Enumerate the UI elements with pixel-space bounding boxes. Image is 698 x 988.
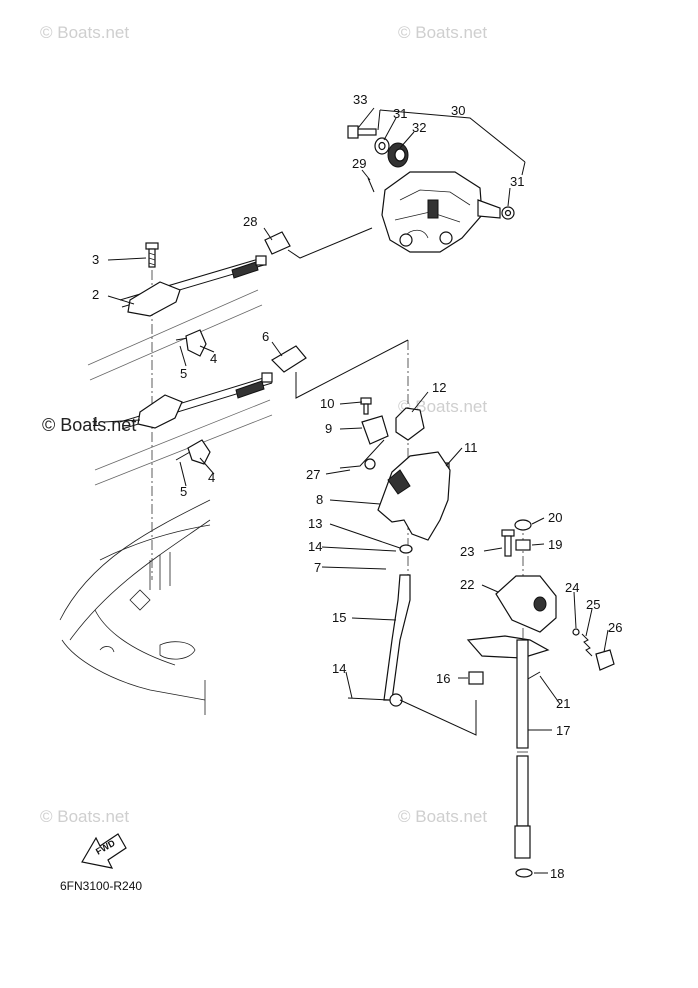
part-13-washer [399, 544, 413, 554]
part-6-cable-joint [271, 345, 307, 373]
callout-10: 10 [320, 396, 334, 411]
leader-28-to-assembly [287, 227, 373, 259]
callout-31-right: 31 [510, 174, 524, 189]
part-4-clip-upper [185, 329, 207, 357]
part-33-bolt [347, 125, 377, 139]
callout-20: 20 [548, 510, 562, 525]
part-1-cable-clamp [137, 394, 183, 429]
callout-5-lower: 5 [180, 484, 187, 499]
watermark-mid-left: © Boats.net [42, 415, 136, 435]
callout-11: 11 [464, 440, 478, 455]
callout-15: 15 [332, 610, 346, 625]
leader-lines [103, 107, 609, 874]
callout-21: 21 [556, 696, 570, 711]
callout-9: 9 [325, 421, 332, 436]
part-5-pin-lower [175, 451, 191, 461]
callout-14-lower: 14 [332, 661, 346, 676]
callout-26: 26 [608, 620, 622, 635]
engine-cowling-outline [59, 289, 273, 715]
part-31-collar-left [374, 137, 390, 155]
part-18-oring [515, 868, 533, 878]
part-21-cam-plate [466, 635, 550, 659]
watermark-bottom-right: © Boats.net [398, 807, 487, 826]
part-8-throttle-lever [377, 451, 451, 541]
callout-30: 30 [451, 103, 465, 118]
throttle-cam-assembly [381, 171, 501, 253]
callout-29: 29 [352, 156, 366, 171]
callout-25: 25 [586, 597, 600, 612]
callout-6: 6 [262, 329, 269, 344]
part-31-collar-right [501, 206, 515, 220]
callout-7: 7 [314, 560, 321, 575]
part-28-cable-joint [264, 231, 291, 255]
callout-13: 13 [308, 516, 322, 531]
watermark-top-left: © Boats.net [40, 23, 129, 42]
part-22-shift-arm [495, 575, 557, 633]
part-4-clip-lower [187, 439, 211, 465]
callout-33: 33 [353, 92, 367, 107]
part-16-collar [468, 671, 484, 685]
callout-24: 24 [565, 580, 579, 595]
callout-32: 32 [412, 120, 426, 135]
part-10-screw [360, 397, 372, 415]
callout-22: 22 [460, 577, 474, 592]
callout-14-upper: 14 [308, 539, 322, 554]
watermark-top-right: © Boats.net [398, 23, 487, 42]
part-23-bolt [501, 529, 515, 557]
callout-19: 19 [548, 537, 562, 552]
part-15-shift-lever [383, 574, 411, 701]
callout-16: 16 [436, 671, 450, 686]
callout-31-left: 31 [393, 106, 407, 121]
diagram-code: 6FN3100-R240 [60, 879, 142, 893]
callout-4-upper: 4 [210, 351, 217, 366]
callout-4-lower: 4 [208, 470, 215, 485]
callout-5-upper: 5 [180, 366, 187, 381]
leader-15-to-16 [399, 699, 477, 736]
part-14-pin-lower [347, 697, 391, 701]
callout-17: 17 [556, 723, 570, 738]
part-20-washer [514, 519, 532, 531]
callout-18: 18 [550, 866, 564, 881]
callout-1: 1 [92, 414, 99, 429]
part-24-ball [572, 628, 580, 636]
part-12-holder [395, 407, 425, 441]
callout-3: 3 [92, 252, 99, 267]
watermark-bottom-left: © Boats.net [40, 807, 129, 826]
part-14-pin-upper [321, 546, 397, 552]
part-9-clip [361, 415, 389, 445]
part-27-link [339, 439, 385, 469]
callout-12: 12 [432, 380, 446, 395]
leader-6-to-lever [295, 339, 409, 399]
fwd-arrow-icon: FWD [81, 833, 127, 869]
callout-2: 2 [92, 287, 99, 302]
callout-28: 28 [243, 214, 257, 229]
part-7-pin [321, 566, 387, 570]
part-17-shift-rod [514, 639, 531, 859]
part-3-bolt [145, 242, 159, 268]
callout-27: 27 [306, 467, 320, 482]
part-29-pin [367, 177, 375, 193]
part-25-spring [581, 633, 593, 657]
bracket-30 [379, 109, 526, 163]
part-19-bushing [515, 539, 531, 551]
part-32-pulley [387, 142, 409, 168]
part-26-plug [595, 649, 615, 671]
callout-23: 23 [460, 544, 474, 559]
part-2-cable-clamp [127, 281, 181, 317]
callout-8: 8 [316, 492, 323, 507]
